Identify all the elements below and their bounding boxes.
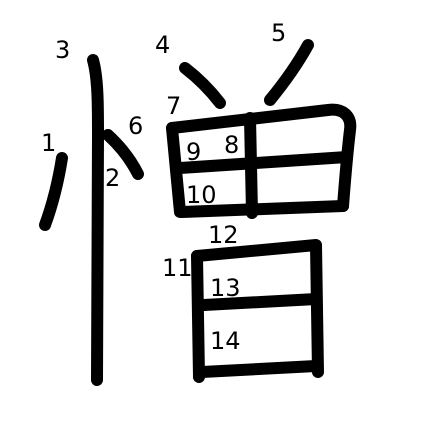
stroke-number: 12: [208, 221, 239, 249]
stroke-11: [191, 250, 205, 383]
stroke-number: 6: [128, 112, 143, 140]
stroke-5: [264, 39, 314, 106]
stroke-number: 3: [55, 36, 70, 64]
stroke-number: 13: [210, 274, 241, 302]
stroke-2: [102, 129, 144, 180]
stroke-number: 9: [186, 138, 201, 166]
stroke-number: 5: [271, 19, 286, 47]
stroke-number: 1: [41, 129, 56, 157]
stroke-number: 14: [210, 327, 241, 355]
stroke-number: 10: [186, 181, 217, 209]
stroke-14: [196, 360, 322, 378]
stroke-number: 8: [224, 131, 239, 159]
stroke-9: [174, 151, 353, 174]
stroke-number: 4: [155, 31, 170, 59]
stroke-3: [87, 54, 104, 386]
stroke-1: [39, 152, 68, 231]
stroke-12: [191, 239, 324, 378]
stroke-13: [198, 293, 322, 311]
stroke-4: [179, 62, 226, 109]
stroke-number: 7: [166, 92, 181, 120]
stroke-7: [166, 103, 357, 212]
stroke-10: [176, 200, 349, 218]
stroke-number: 2: [105, 164, 120, 192]
stroke-number: 11: [162, 254, 193, 282]
